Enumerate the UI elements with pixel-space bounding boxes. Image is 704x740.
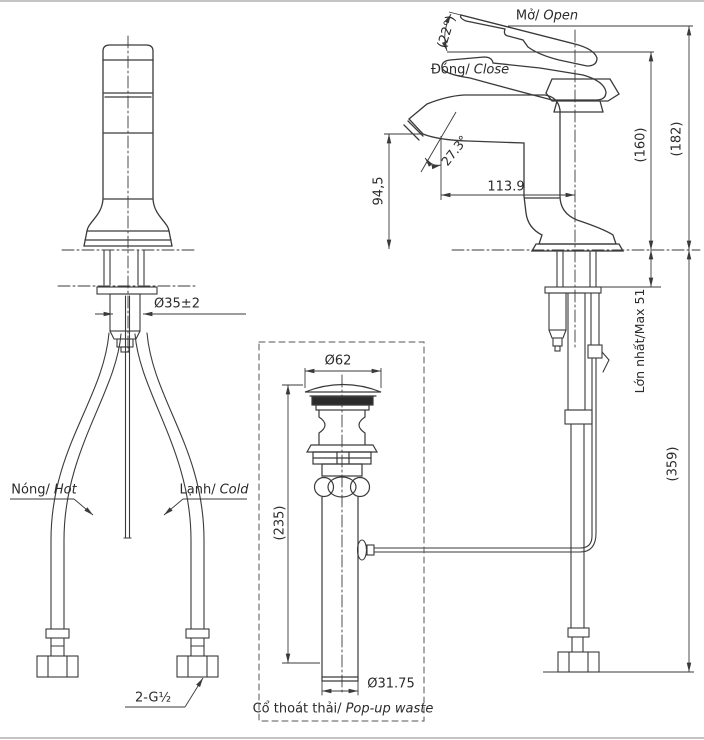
- mounting-hole-diameter-dim: Ø35±2: [154, 296, 200, 312]
- popup-waste-label-en: Pop-up waste: [345, 701, 434, 717]
- close-label-vi: Đóng/: [430, 62, 470, 78]
- open-label: Mở/Open: [516, 10, 578, 23]
- close-label-en: Close: [473, 62, 510, 78]
- spout-reach-dim: 113.9: [487, 179, 525, 195]
- side-view-drawing: [356, 14, 701, 673]
- cold-label: Lạnh/Cold: [180, 484, 249, 497]
- close-label: Đóng/Close: [431, 64, 509, 77]
- tail-diameter-dim: Ø31.75: [367, 676, 415, 692]
- cold-label-vi: Lạnh/: [179, 482, 216, 498]
- flange-diameter-dim: Ø62: [324, 353, 352, 369]
- hot-label: Nóng/Hot: [11, 484, 76, 497]
- waste-length-dim: (235): [272, 505, 288, 541]
- spout-height-dim: 94,5: [371, 176, 387, 206]
- popup-waste-label-vi: Cổ thoát thải/: [252, 701, 342, 717]
- height-open-dim: (182): [669, 121, 685, 157]
- cold-label-en: Cold: [219, 482, 249, 498]
- height-closed-dim: (160): [633, 127, 649, 163]
- thread-size-label: 2-G½: [134, 690, 172, 706]
- max-deck-thickness-dim: Lớn nhất/Max 51: [631, 288, 647, 394]
- hose-length-dim: (359): [665, 446, 681, 482]
- popup-waste-drawing: [258, 341, 425, 722]
- open-label-vi: Mở/: [515, 8, 540, 24]
- hot-label-vi: Nóng/: [11, 482, 50, 498]
- hot-label-en: Hot: [53, 482, 77, 498]
- open-label-en: Open: [543, 8, 579, 24]
- front-view-drawing: [36, 35, 219, 678]
- dimension-lines: [10, 11, 694, 708]
- popup-waste-label: Cổ thoát thải/Pop-up waste: [253, 703, 434, 716]
